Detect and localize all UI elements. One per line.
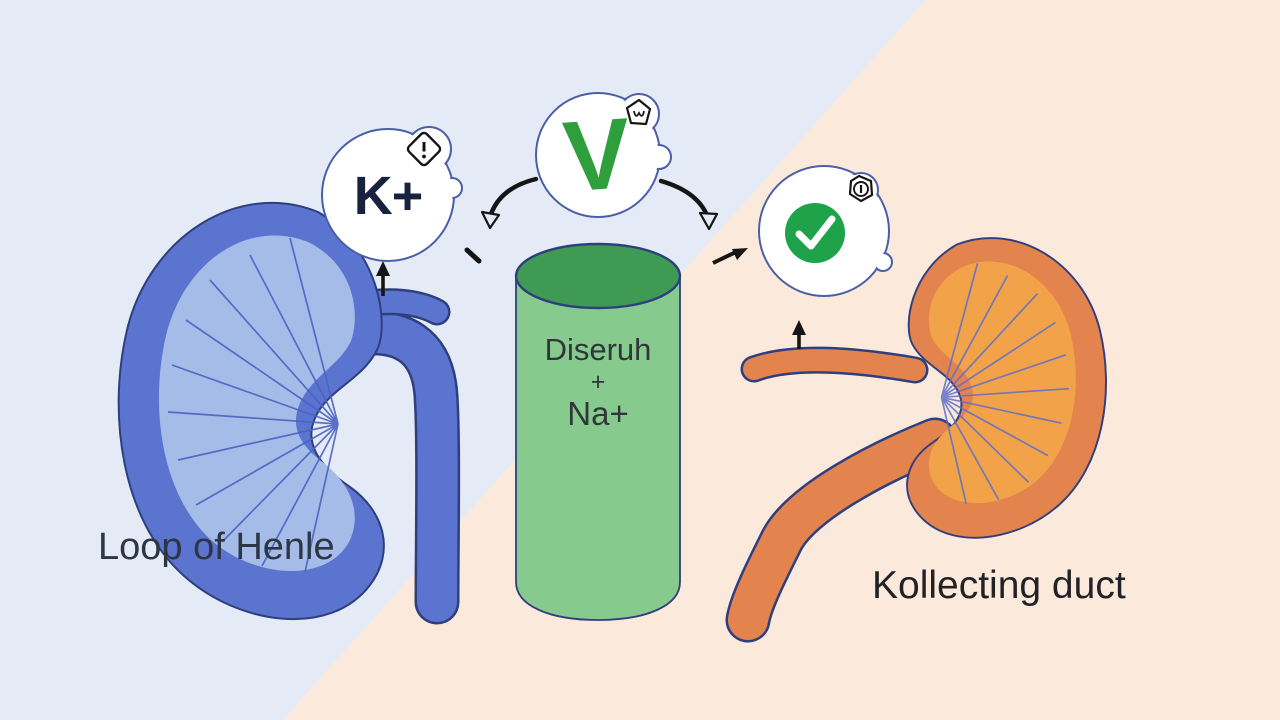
curved-arrow-right-head [698, 211, 719, 231]
caption-loop-of-henle: Loop of Henle [98, 526, 335, 568]
kidney-right-ureter [728, 420, 955, 640]
kplus-label: K+ [353, 166, 424, 226]
kidney-left-ureter [325, 312, 458, 622]
warning-diamond-icon [406, 131, 442, 167]
bubble-check [758, 165, 893, 297]
tick-dash [464, 247, 482, 264]
arrows [376, 176, 806, 349]
up-arrow-right-head [792, 320, 806, 335]
up-arrow-left-head [376, 261, 390, 276]
drug-cylinder [514, 242, 682, 621]
kidney-right [725, 237, 1107, 643]
check-circle-icon [785, 203, 845, 263]
cylinder-line3: Na+ [567, 394, 629, 432]
diamond-scribble-icon [625, 98, 652, 126]
shield-one-icon [848, 174, 874, 203]
cylinder-body [515, 277, 681, 621]
cylinder-top [514, 242, 682, 310]
bubble-v [535, 92, 672, 218]
cylinder-line1: Diseruh [544, 332, 652, 367]
v-check-label: V [559, 97, 635, 214]
diagonal-arrow-head [732, 248, 748, 260]
kidney-right-vessel [743, 349, 926, 381]
cylinder-line2: + [590, 367, 606, 396]
caption-collecting-duct: Kollecting duct [872, 564, 1126, 607]
bubble-kplus [321, 126, 463, 262]
curved-arrow-left [487, 176, 539, 220]
kidney-left [117, 201, 461, 625]
curved-arrow-left-head [480, 210, 501, 230]
cylinder-text: Diseruh + Na+ [544, 332, 652, 433]
